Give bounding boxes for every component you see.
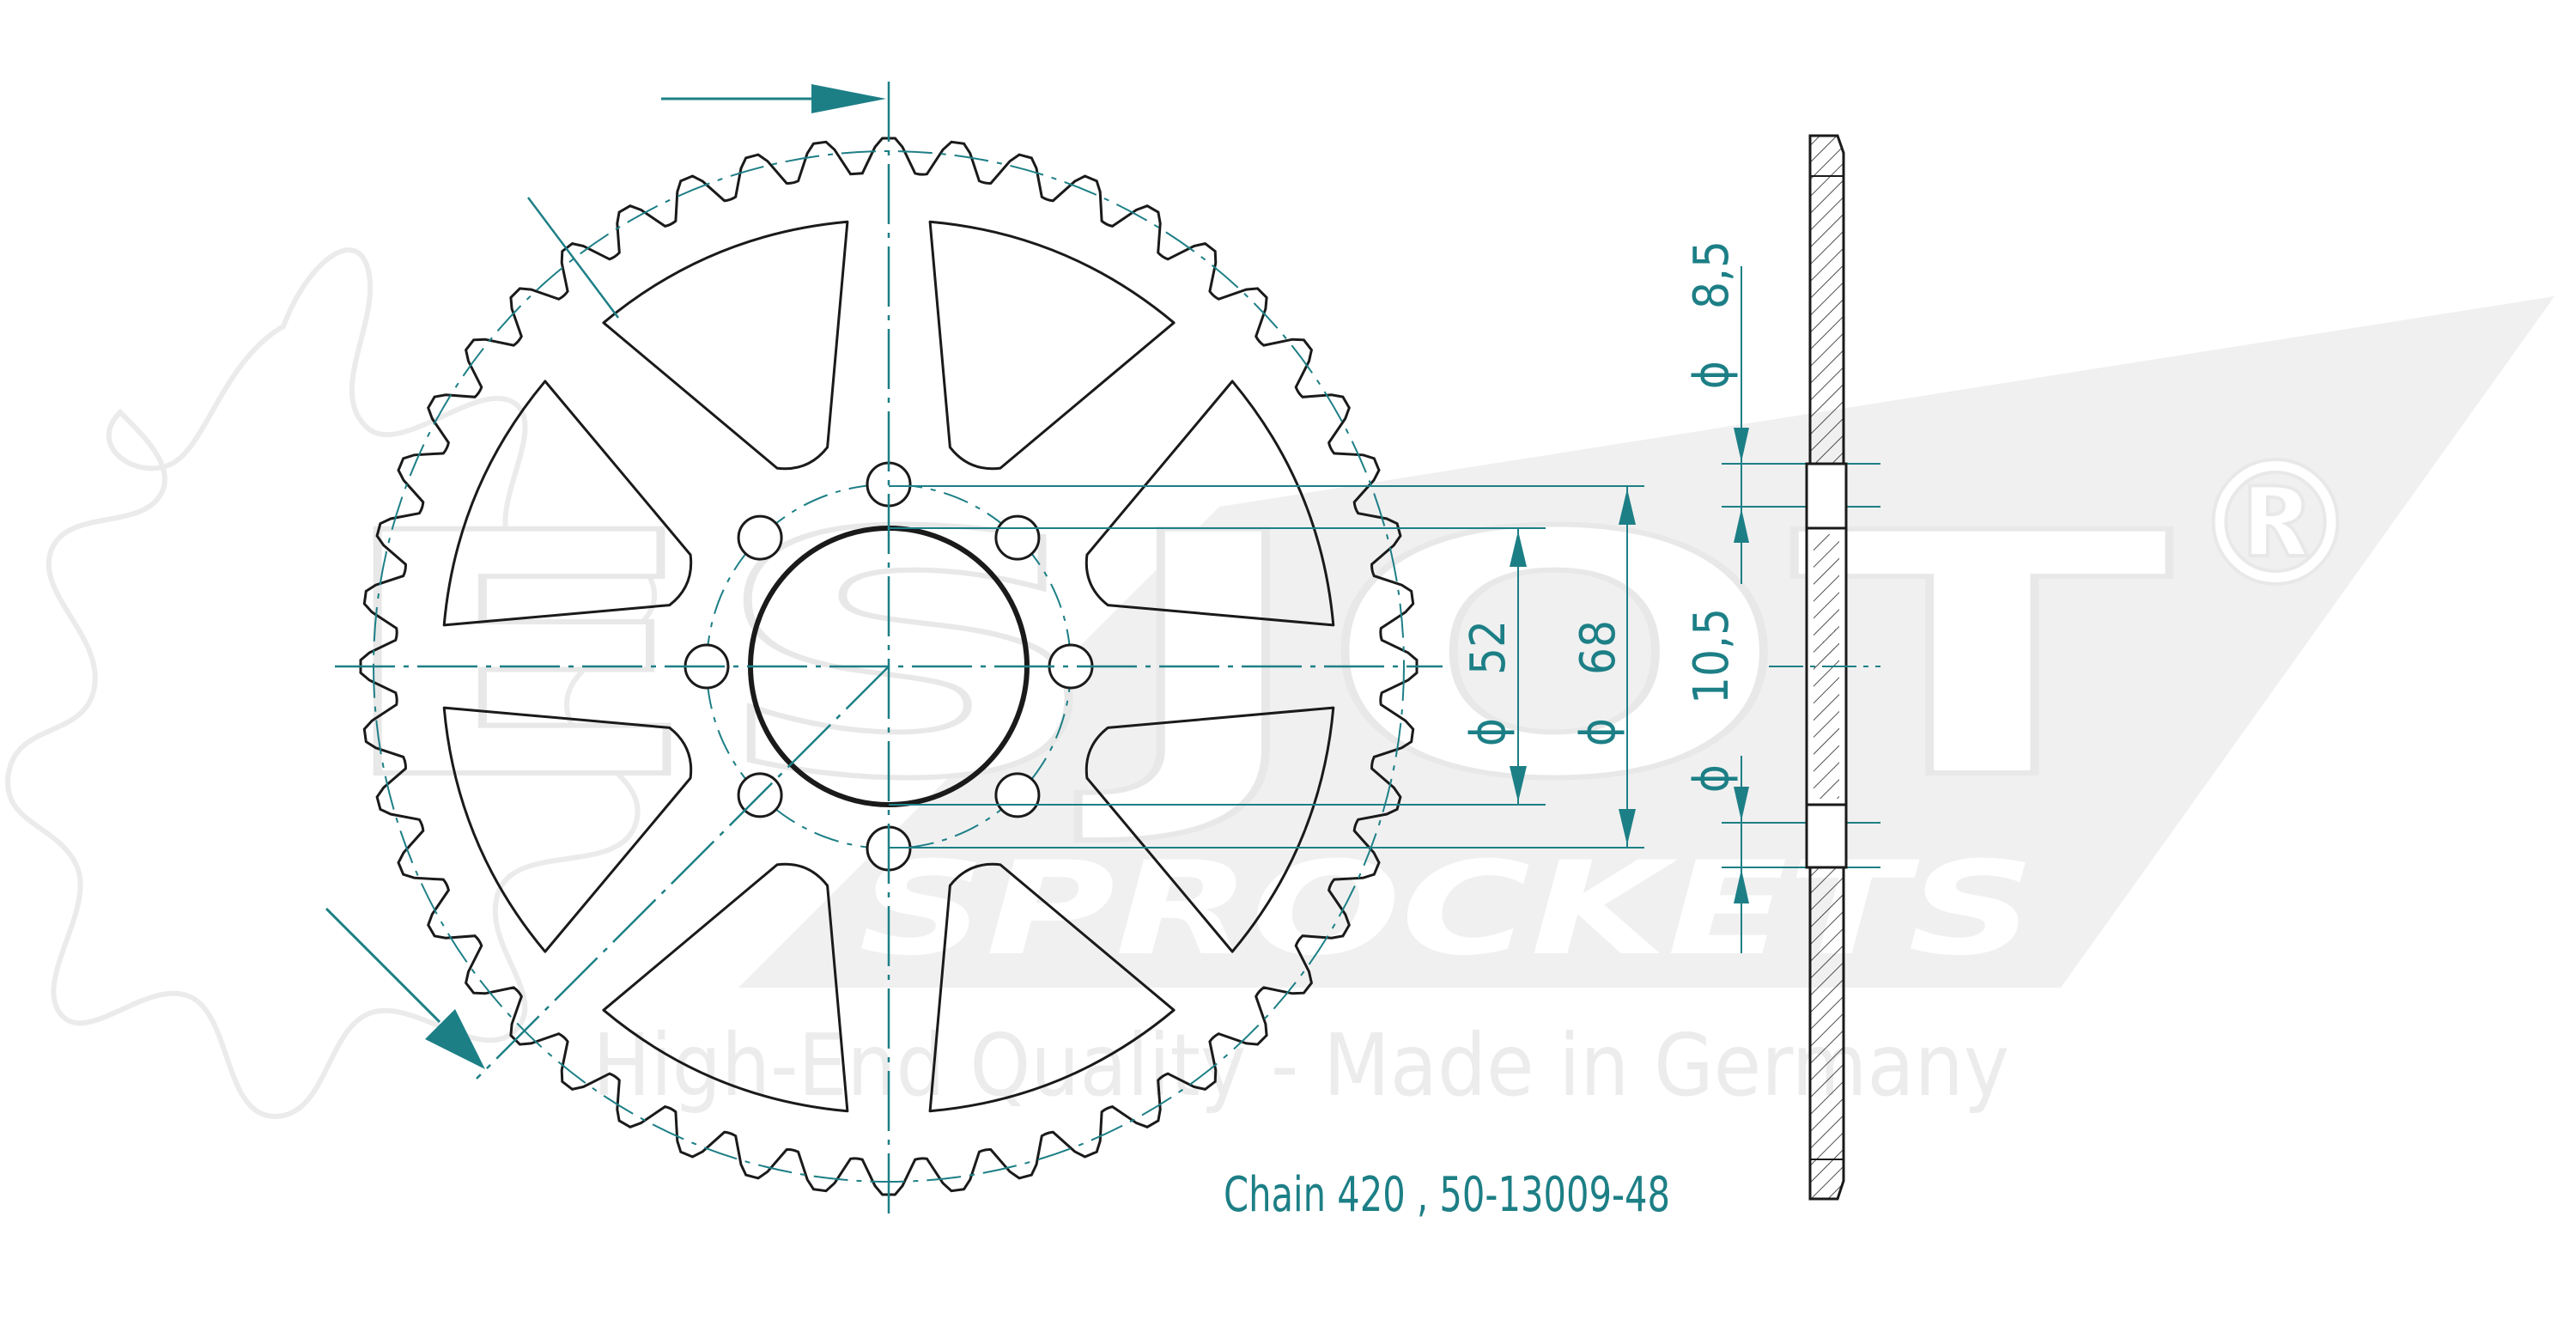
- d52-diameter-symbol: ϕ: [1461, 718, 1516, 746]
- hub-arrow-bottom-icon: [1734, 508, 1749, 543]
- bolt-hole: [994, 772, 1041, 818]
- lightening-window: [442, 380, 693, 627]
- hub-arrow-top-icon: [1734, 428, 1749, 462]
- plate-arrow-top-icon: [1734, 787, 1749, 821]
- side-view-upper-hub: [1805, 462, 1848, 530]
- side-view-lower-plate: [1808, 866, 1845, 1201]
- side-view-lower-hub: [1805, 803, 1848, 869]
- d52-arrow-top-icon: [1510, 531, 1527, 567]
- hub-thickness-symbol: ϕ: [1684, 361, 1740, 389]
- lightening-window: [602, 862, 849, 1113]
- d52-arrow-bottom-icon: [1510, 766, 1527, 802]
- d68-diameter-symbol: ϕ: [1571, 718, 1626, 746]
- lightening-window: [1084, 380, 1335, 627]
- watermark-banner: [738, 296, 2555, 988]
- watermark-subtitle: SPROCKETS: [859, 835, 2035, 984]
- lightening-window: [1084, 706, 1335, 953]
- watermark-registered-mark: ®: [2190, 425, 2361, 625]
- bolt-hole: [737, 514, 783, 561]
- sprocket-side-view: [1769, 134, 1880, 1201]
- watermark-gear-outline-icon: [5, 247, 658, 1120]
- plate-arrow-bottom-icon: [1734, 869, 1749, 903]
- d52-value: 52: [1461, 620, 1516, 675]
- plate-thickness-symbol: ϕ: [1684, 764, 1740, 793]
- lightening-window: [928, 220, 1176, 471]
- d68-value: 68: [1571, 620, 1626, 675]
- hub-thickness-value: 8,5: [1684, 240, 1740, 309]
- watermark-tagline: High-End Quality - Made in Germany: [592, 1015, 2009, 1116]
- dimension-annotations: 52 ϕ 68 ϕ 8,5 ϕ 10,5 ϕ: [889, 240, 1880, 953]
- bottom-left-arrow-head-icon: [425, 1009, 485, 1069]
- top-direction-arrow: [661, 84, 886, 113]
- lightening-window: [928, 862, 1176, 1113]
- lightening-window: [602, 220, 849, 471]
- diagonal-center-line: [476, 666, 890, 1080]
- center-lines: [335, 82, 1443, 1220]
- d68-arrow-top-icon: [1619, 489, 1636, 525]
- top-arrow-head-icon: [811, 84, 886, 113]
- d68-arrow-bottom-icon: [1619, 809, 1636, 845]
- side-view-upper-plate: [1808, 134, 1845, 465]
- part-caption: Chain 420 , 50-13009-48: [1224, 1167, 1670, 1223]
- lightening-window: [442, 706, 693, 953]
- bolt-hole: [994, 514, 1041, 561]
- watermark-brand: ESJOT: [326, 462, 2175, 852]
- plate-thickness-value: 10,5: [1684, 608, 1740, 704]
- bottom-left-direction-arrow: [325, 907, 485, 1069]
- upper-diagonal-tick: [527, 197, 619, 319]
- watermark-logo: ESJOT ® SPROCKETS High-End Quality - Mad…: [5, 247, 2555, 1120]
- sprocket-teeth-outline: [359, 137, 1419, 1196]
